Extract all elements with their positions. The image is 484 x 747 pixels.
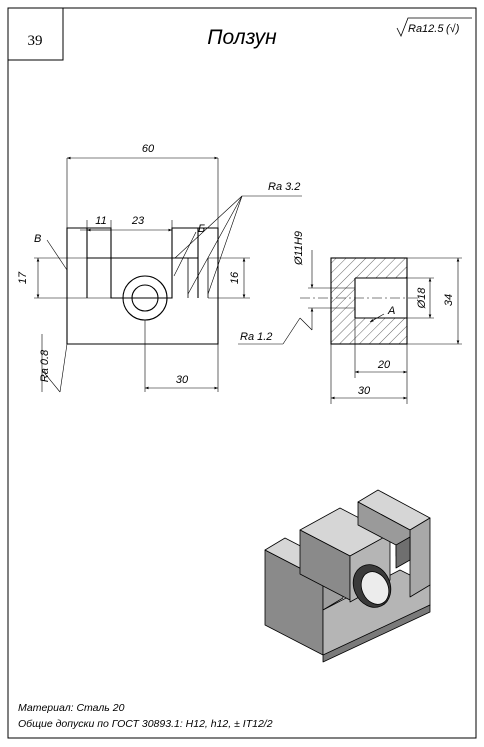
dim-bottom-30: 30 [176, 374, 189, 386]
roughness-ra-12: Ra 1.2 [240, 331, 272, 343]
dim-width-60: 60 [142, 143, 155, 155]
sheet-number-box [7, 7, 64, 61]
side-view [300, 257, 420, 345]
roughness-ra-32: Ra 3.2 [268, 181, 300, 193]
roughness-ra-08: Ra 0.8 [39, 349, 51, 382]
dim-slot-11: 11 [95, 215, 106, 227]
dim-height-17: 17 [17, 271, 29, 284]
isometric-view [264, 489, 431, 663]
roughness-general-sign: Ra12.5 (√) [396, 17, 472, 37]
front-dimensions [34, 156, 302, 393]
tolerances-note: Общие допуски по ГОСТ 30893.1: H12, h12,… [18, 718, 273, 730]
label-surface-b: Б [198, 223, 205, 235]
dim-bore-18: Ø18 [416, 287, 428, 310]
roughness-general-value: Ra12.5 [408, 23, 444, 35]
side-view-outline [330, 257, 408, 345]
side-dimensions [238, 250, 462, 404]
sheet-number: 39 [28, 33, 43, 49]
label-surface-v: В [34, 233, 41, 245]
dim-height-16: 16 [229, 271, 241, 284]
roughness-general-paren: (√) [446, 23, 460, 35]
front-view-outline [66, 227, 219, 345]
sheet-frame [7, 7, 477, 739]
material-note: Материал: Сталь 20 [18, 702, 125, 714]
dim-height-34: 34 [443, 294, 455, 306]
front-view [66, 227, 219, 345]
dim-hole-11h9: Ø11H9 [293, 231, 305, 266]
part-title: Ползун [207, 26, 277, 49]
dim-bore-depth-20: 20 [377, 359, 391, 371]
dim-slot-23: 23 [131, 215, 145, 227]
dim-width-30: 30 [358, 385, 371, 397]
label-surface-a: A [387, 305, 395, 317]
front-hole-inner [131, 284, 159, 312]
